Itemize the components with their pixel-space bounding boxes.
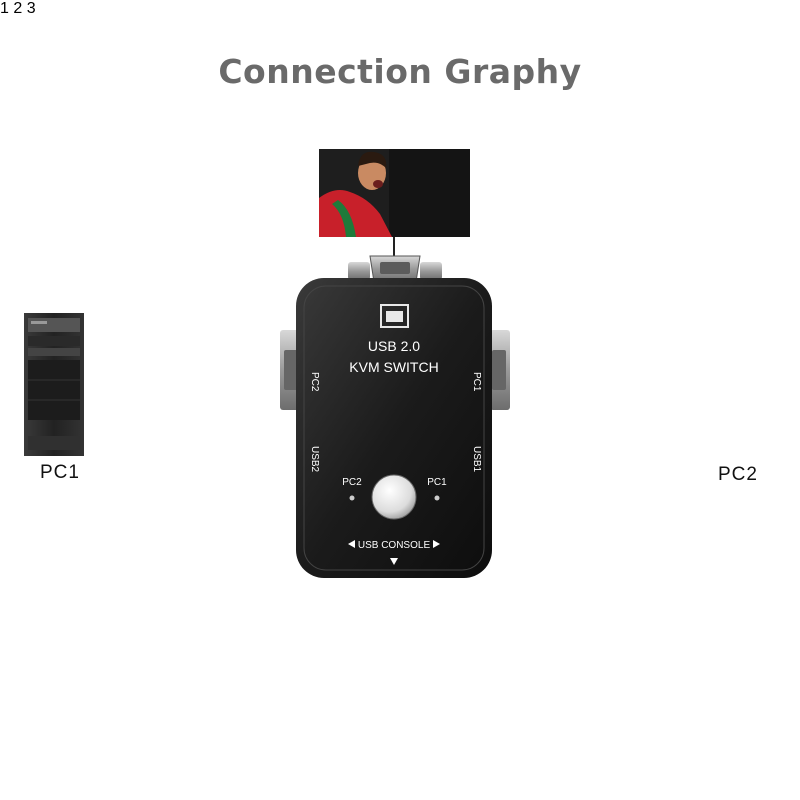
kvm-port-label-pc2: PC2: [309, 372, 320, 392]
led-pc1-icon: [434, 495, 440, 501]
kvm-port-label-usb1: USB1: [471, 446, 482, 473]
cycle-badge-1: 1: [0, 0, 9, 17]
pc1-label: PC1: [40, 462, 80, 483]
kvm-side-ports: [280, 330, 510, 410]
pc2-label: PC2: [718, 464, 758, 485]
cycle-badge-2: 2: [13, 0, 23, 17]
arrow-down-icon: [390, 558, 398, 565]
monitor: [319, 149, 470, 262]
monitor-icon: [380, 304, 409, 328]
diagram-title: Connection Graphy: [218, 52, 582, 91]
kvm-switch: USB 2.0 KVM SWITCH PC2 PC1 USB2 USB1 PC2…: [296, 278, 492, 578]
cycle-diagram: 1 2 3: [0, 0, 36, 17]
kvm-console-label: USB CONSOLE: [358, 540, 431, 551]
kvm-label-switch: KVM SWITCH: [349, 359, 438, 375]
kvm-port-label-pc1: PC1: [471, 372, 482, 392]
kvm-led-label-pc1: PC1: [427, 477, 447, 488]
cycle-badge-3: 3: [26, 0, 36, 17]
kvm-led-label-pc2: PC2: [342, 477, 362, 488]
pc1-tower: [24, 313, 84, 456]
arrow-left-icon: [348, 540, 355, 548]
kvm-label-usb: USB 2.0: [368, 338, 420, 354]
kvm-vga-out-port: [348, 255, 442, 283]
switch-button[interactable]: [371, 474, 417, 520]
led-pc2-icon: [349, 495, 355, 501]
kvm-port-label-usb2: USB2: [309, 446, 320, 473]
arrow-right-icon: [433, 540, 440, 548]
